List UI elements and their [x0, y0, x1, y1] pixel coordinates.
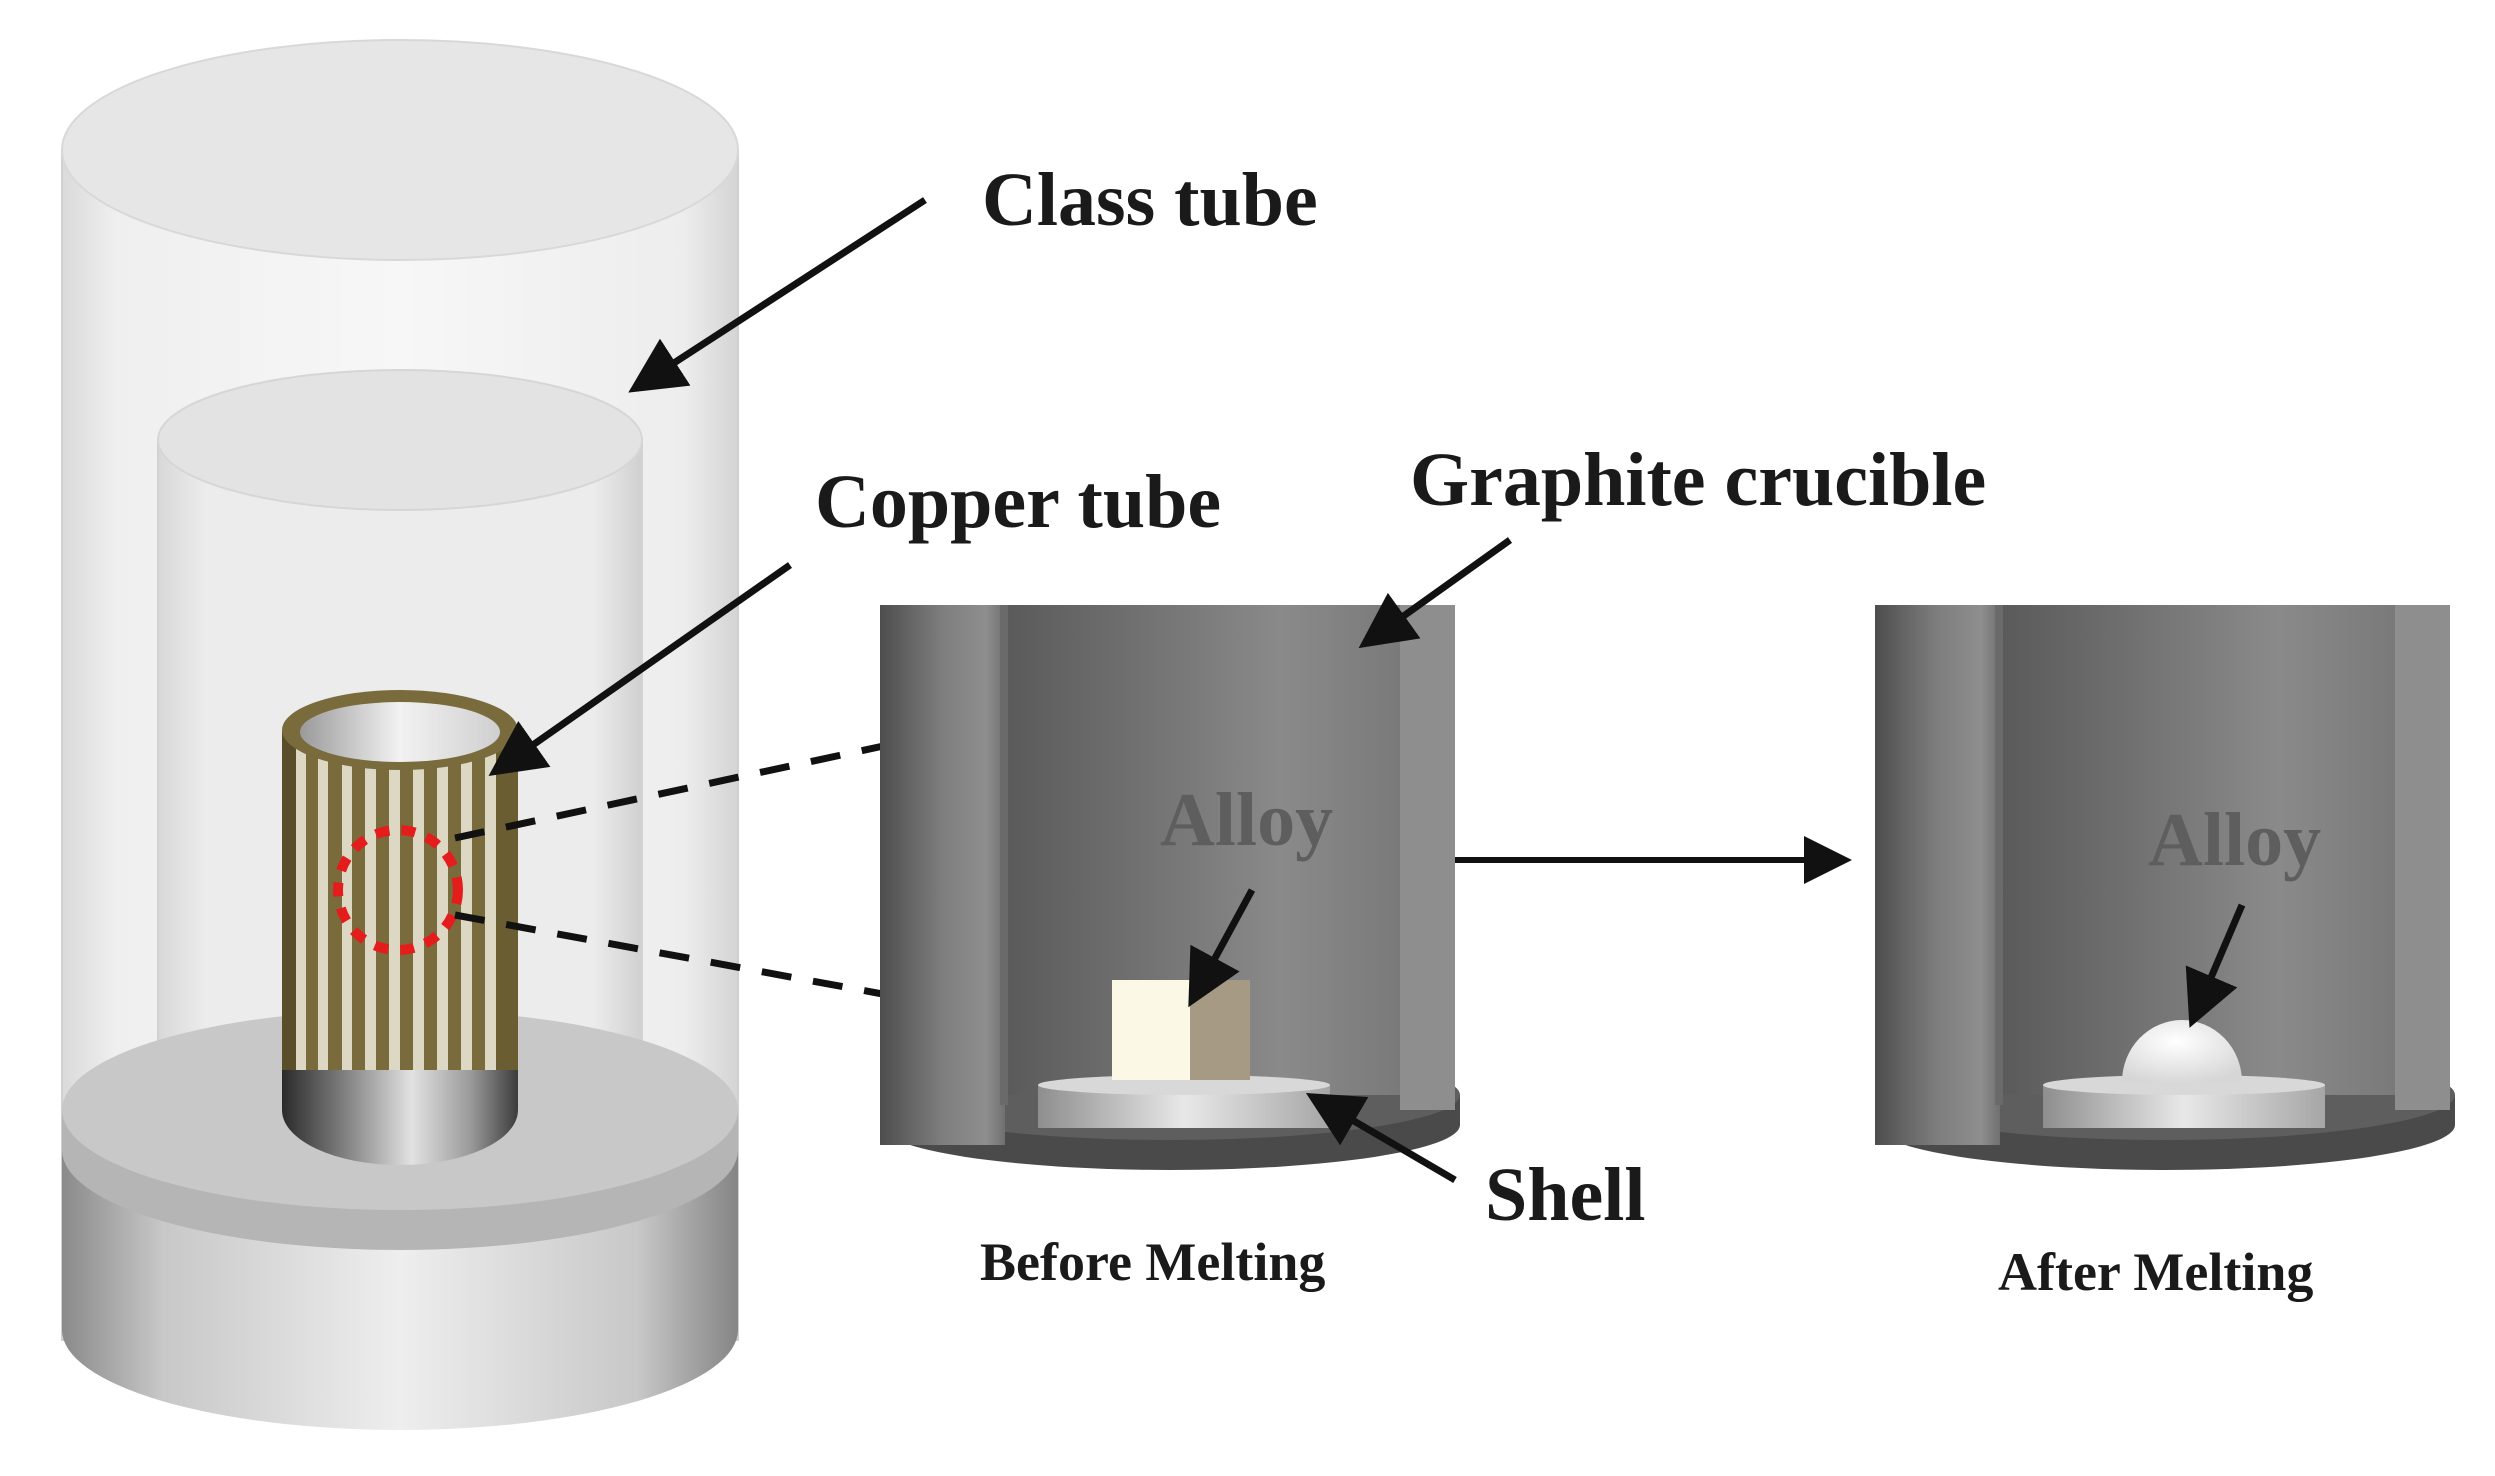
alloy-bead [2122, 1020, 2242, 1082]
label-before-melting: Before Melting [980, 1232, 1325, 1292]
label-alloy-after: Alloy [2148, 798, 2321, 882]
zoom-line-top [454, 741, 889, 842]
crucible-after [1875, 605, 2455, 1170]
copper-tube-stripes [282, 730, 518, 1070]
crucible-before-wall-left [880, 605, 1005, 1145]
copper-tube-opening [300, 702, 500, 762]
inner-tube-top [157, 369, 643, 511]
crucible-after-wall-right [2395, 605, 2450, 1110]
label-graphite-crucible: Graphite crucible [1410, 438, 1986, 522]
label-copper-tube: Copper tube [815, 460, 1221, 544]
highlight-circle [333, 825, 463, 955]
copper-tube-bottom [282, 1060, 518, 1165]
label-glass-tube: Class tube [982, 158, 1318, 242]
alloy-cube-side [1190, 980, 1250, 1080]
crucible-before-wall-right [1400, 605, 1455, 1110]
glass-tube-assembly [61, 39, 739, 1430]
glass-tube-top [61, 39, 739, 261]
alloy-after-arrow [2185, 903, 2246, 1028]
crucible-before [880, 605, 1460, 1170]
glass-tube-arrow [628, 197, 927, 393]
shell-after [2043, 1085, 2325, 1128]
shell-arrow [1305, 1092, 1457, 1184]
copper-tube-arrow [488, 562, 793, 777]
alloy-before-arrow [1188, 888, 1256, 1008]
graphite-crucible-arrow [1358, 537, 1513, 649]
shell-before [1038, 1085, 1330, 1128]
shell-after-top [2043, 1075, 2325, 1095]
crucible-after-wall-left-edge [1995, 605, 2003, 1105]
label-alloy-before: Alloy [1160, 778, 1333, 862]
crucible-before-wall-left-edge [1000, 605, 1008, 1105]
zoom-line-bottom [454, 911, 889, 999]
copper-tube [282, 690, 518, 1070]
label-after-melting: After Melting [1998, 1242, 2313, 1302]
shell-before-top [1038, 1075, 1330, 1095]
crucible-after-wall-left [1875, 605, 2000, 1145]
label-shell: Shell [1485, 1153, 1646, 1237]
alloy-cube-front [1112, 980, 1190, 1080]
